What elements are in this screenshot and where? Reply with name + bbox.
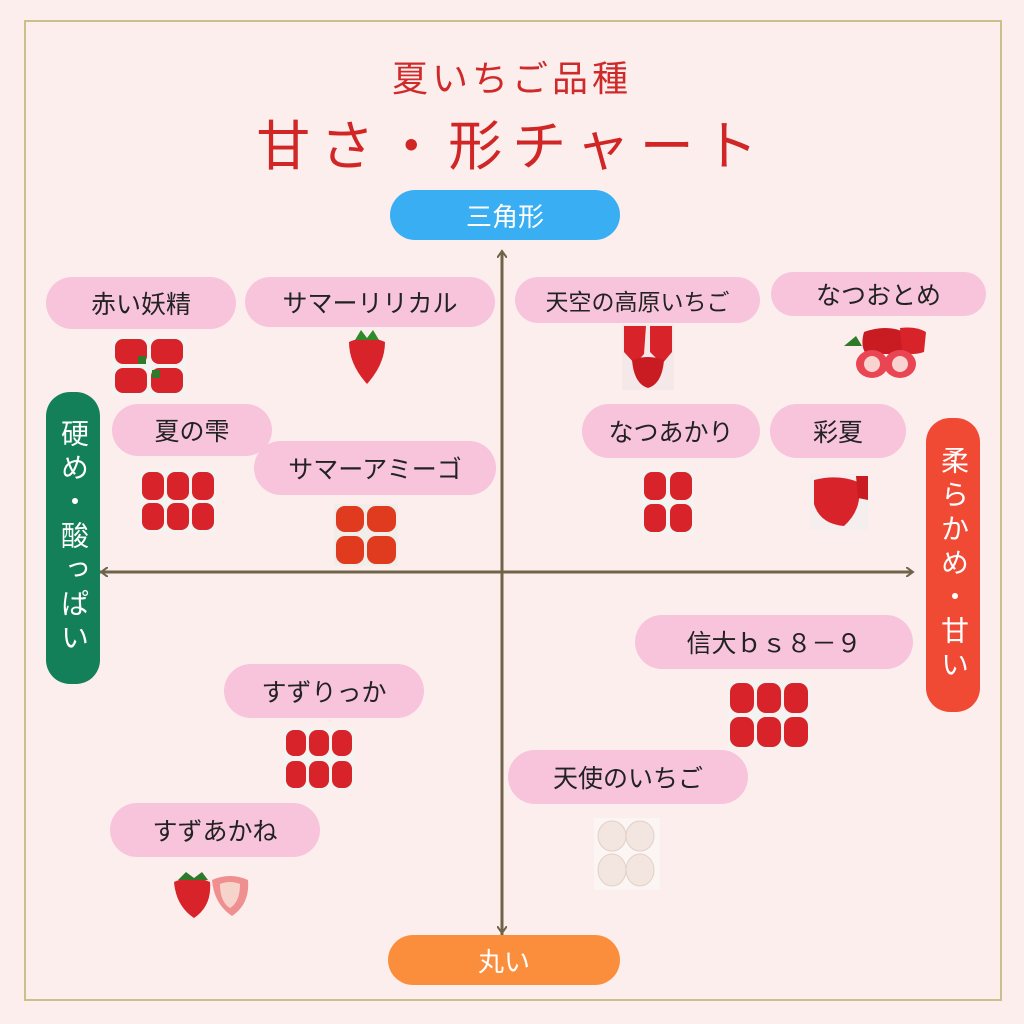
variety-label-tenku: 天空の高原いちご <box>515 277 760 323</box>
variety-label-natsuakari: なつあかり <box>582 404 760 458</box>
chart-title: 甘さ・形チャート <box>256 115 768 178</box>
axis-bottom-label: 丸い <box>388 935 620 985</box>
axis-right-label: 柔らかめ・甘い <box>926 418 980 712</box>
axis-top-label: 三角形 <box>390 190 620 240</box>
strawberry-photo-suzuakane <box>174 872 249 918</box>
strawberry-photo-suzurikka <box>284 728 354 790</box>
variety-label-natsu-no-shizuku: 夏の雫 <box>112 404 272 456</box>
strawberry-photo-shindai <box>728 681 810 749</box>
variety-label-akai-yousei: 赤い妖精 <box>46 277 236 329</box>
strawberry-photo-natsuakari <box>642 470 694 534</box>
variety-label-saika: 彩夏 <box>770 404 906 458</box>
axis-left-label: 硬め・酸っぱい <box>46 392 100 684</box>
variety-label-natsuotome: なつおとめ <box>771 272 986 316</box>
variety-label-shindai: 信大ｂｓ８－９ <box>635 615 913 669</box>
chart-frame <box>24 20 1002 1001</box>
strawberry-photo-summer-lirical <box>349 330 385 384</box>
strawberry-photo-tenku <box>622 324 674 390</box>
strawberry-photo-natsu-no-shizuku <box>140 470 216 532</box>
chart-subtitle: 夏いちご品種 <box>391 59 632 100</box>
variety-label-summer-amigo: サマーアミーゴ <box>254 441 496 495</box>
variety-label-suzuakane: すずあかね <box>110 803 320 857</box>
variety-label-tenshi: 天使のいちご <box>508 750 748 804</box>
strawberry-photo-tenshi <box>594 818 660 890</box>
strawberry-photo-natsuotome <box>844 327 926 378</box>
strawberry-photo-summer-amigo <box>334 504 398 566</box>
variety-label-suzurikka: すずりっか <box>224 664 424 718</box>
variety-label-summer-lirical: サマーリリカル <box>245 277 495 327</box>
strawberry-photo-saika <box>810 474 868 530</box>
strawberry-photo-akai-yousei <box>112 336 186 396</box>
